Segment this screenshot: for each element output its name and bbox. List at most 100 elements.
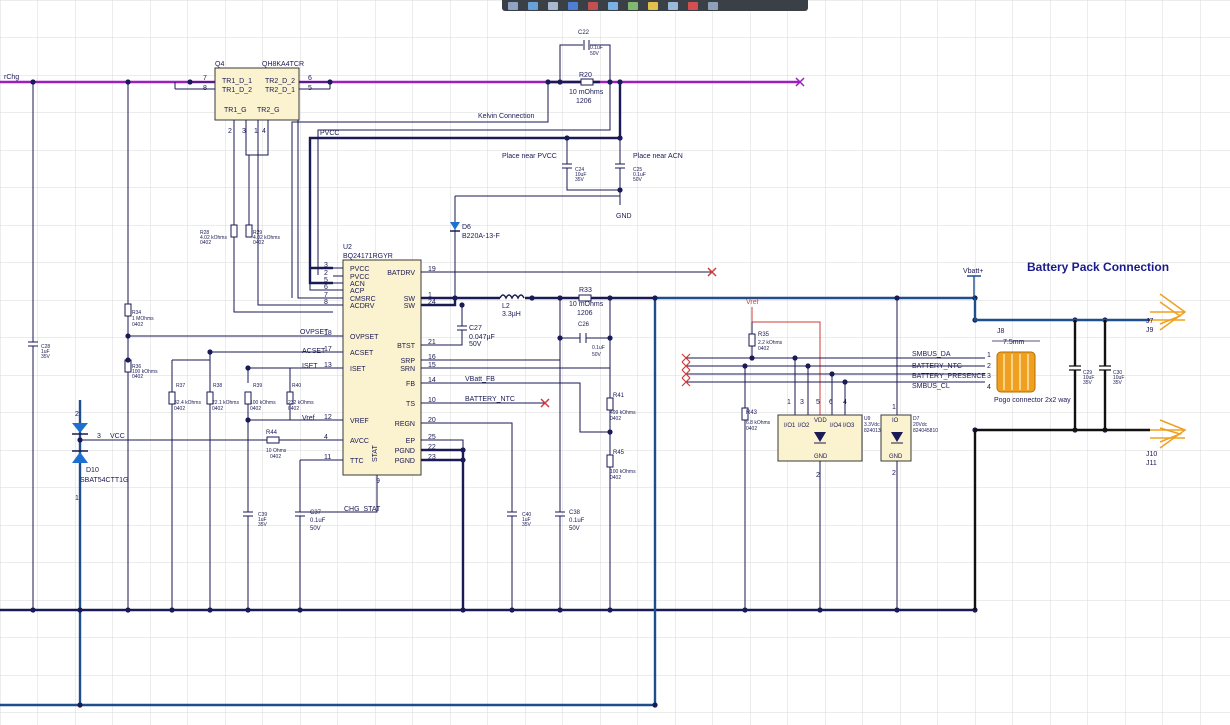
no-connect-icon[interactable] (688, 1, 698, 10)
bus-icon[interactable] (548, 1, 558, 10)
u9-pin-num-6: 6 (829, 399, 833, 406)
q4-gate-wires[interactable] (233, 120, 333, 313)
battery-presence-label: BATTERY_PRESENCE (912, 373, 986, 380)
r29-pkg: 0402 (253, 240, 264, 246)
port-icon[interactable] (648, 1, 658, 10)
u2-right-pin-number: 14 (428, 377, 436, 384)
vref-net[interactable] (751, 307, 821, 415)
junction-dot (452, 295, 458, 301)
u2-left-pin-label: PVCC (350, 266, 369, 273)
c30-capacitor[interactable] (1099, 320, 1111, 430)
u2-left-pin-label: PVCC (350, 274, 369, 281)
d7-value: 20Vdc (913, 422, 928, 428)
c27-volt: 50V (469, 341, 482, 348)
ovpset-label: OVPSET (300, 329, 329, 336)
kelvin-label: Kelvin Connection (478, 113, 535, 120)
u2-right-pin-number: 23 (428, 454, 436, 461)
c27-value: 0.047µF (469, 334, 495, 341)
smbus-cl-label: SMBUS_CL (912, 383, 950, 390)
r45-resistor[interactable] (606, 454, 614, 468)
junction-dot (617, 79, 623, 85)
u2-right-pin-number: 19 (428, 266, 436, 273)
r44-resistor[interactable] (266, 436, 280, 444)
u2-left-pin-number: 3 (324, 262, 328, 269)
gnd-to-j10[interactable] (973, 428, 1150, 610)
fb-ts-wires[interactable] (421, 382, 610, 512)
c22-value: 0.1uF (590, 45, 603, 51)
c39-capacitor[interactable] (243, 511, 253, 610)
junction-dot (245, 365, 251, 371)
c28-volt: 35V (41, 354, 51, 360)
u2-ic[interactable] (342, 259, 422, 476)
c27-capacitor[interactable] (421, 305, 467, 346)
r45-value: 100 kOhms (610, 469, 636, 475)
l2-inductor[interactable] (499, 294, 525, 300)
c25-capacitor[interactable] (615, 138, 625, 205)
u2-left-pin-number: 6 (324, 284, 328, 291)
right-gnd-drops[interactable] (744, 440, 898, 610)
acset-label: ACSET (302, 348, 326, 355)
sheet-icon[interactable] (628, 1, 638, 10)
r38-resistor[interactable] (206, 352, 214, 610)
c22-capacitor[interactable] (559, 40, 611, 82)
j8-pogo-connector[interactable] (996, 351, 1036, 393)
c30-ref: C30 (1113, 370, 1122, 376)
r44-ref: R44 (266, 430, 278, 436)
directive-icon[interactable] (668, 1, 678, 10)
junction-dot (607, 607, 613, 613)
batdrv-wire[interactable] (421, 267, 717, 277)
c25-ref: C25 (633, 167, 642, 173)
u2-left-pin-number: 5 (324, 277, 328, 284)
u2-right-pin-label: SRP (401, 358, 416, 365)
u2-stat-label: STAT (372, 444, 379, 462)
r34-resistor[interactable] (124, 82, 132, 610)
u2-left-pin-label: ACP (350, 288, 365, 295)
kelvin-wires[interactable] (291, 82, 611, 298)
u2-pins: PVCC3PVCC2ACN5ACP6CMSRC7ACDRV8OVPSET18AC… (324, 262, 436, 485)
wire-icon[interactable] (528, 1, 538, 10)
vbatt-to-j7[interactable] (973, 298, 1150, 322)
r35-resistor[interactable] (748, 322, 756, 358)
c24-capacitor[interactable] (562, 138, 620, 191)
pvcc-net[interactable] (308, 82, 622, 285)
text-icon[interactable] (708, 1, 718, 10)
junction-dot (652, 295, 658, 301)
c24-value: 10uF (575, 172, 586, 178)
c40-capacitor[interactable] (507, 511, 517, 610)
c29-capacitor[interactable] (1069, 320, 1081, 430)
r33-resistor[interactable] (578, 294, 592, 302)
r41-resistor[interactable] (606, 368, 614, 610)
power-port-icon[interactable] (588, 1, 598, 10)
r40-resistor[interactable] (286, 383, 294, 420)
r39-resistor[interactable] (244, 391, 252, 405)
part-icon[interactable] (608, 1, 618, 10)
place-acn-note: Place near ACN (633, 153, 683, 160)
charge-input-net[interactable] (0, 77, 805, 87)
r29-ref: R29 (253, 230, 262, 236)
j7-j9-connector[interactable] (1150, 293, 1187, 331)
c28-capacitor[interactable] (28, 82, 38, 610)
smbus-lines[interactable] (686, 357, 985, 440)
junction-dot (460, 607, 466, 613)
r37-resistor[interactable] (168, 383, 176, 610)
u2-right-pin-number: 10 (428, 397, 436, 404)
net-label-icon[interactable] (568, 1, 578, 10)
d10-diode[interactable] (72, 400, 130, 705)
c37-capacitor[interactable] (295, 511, 305, 610)
r28-resistor[interactable] (230, 224, 238, 238)
pgnd-wires[interactable] (421, 448, 463, 462)
schematic-toolbar[interactable] (502, 0, 808, 11)
q4-pin-num-5: 5 (308, 85, 312, 92)
d7-pin-num-1: 1 (892, 404, 896, 411)
d6-diode[interactable] (450, 195, 620, 298)
r29-resistor[interactable] (245, 155, 253, 238)
select-icon[interactable] (508, 1, 518, 10)
j10-j11-connector[interactable] (1150, 419, 1187, 449)
r43-value: 6.8 kOhms (746, 420, 771, 426)
r37-pkg: 0402 (174, 406, 185, 412)
c38-capacitor[interactable] (555, 360, 565, 610)
r34-ref: R34 (132, 310, 141, 316)
r43-resistor[interactable] (741, 407, 749, 421)
u2-left-pin-label: ACN (350, 281, 365, 288)
